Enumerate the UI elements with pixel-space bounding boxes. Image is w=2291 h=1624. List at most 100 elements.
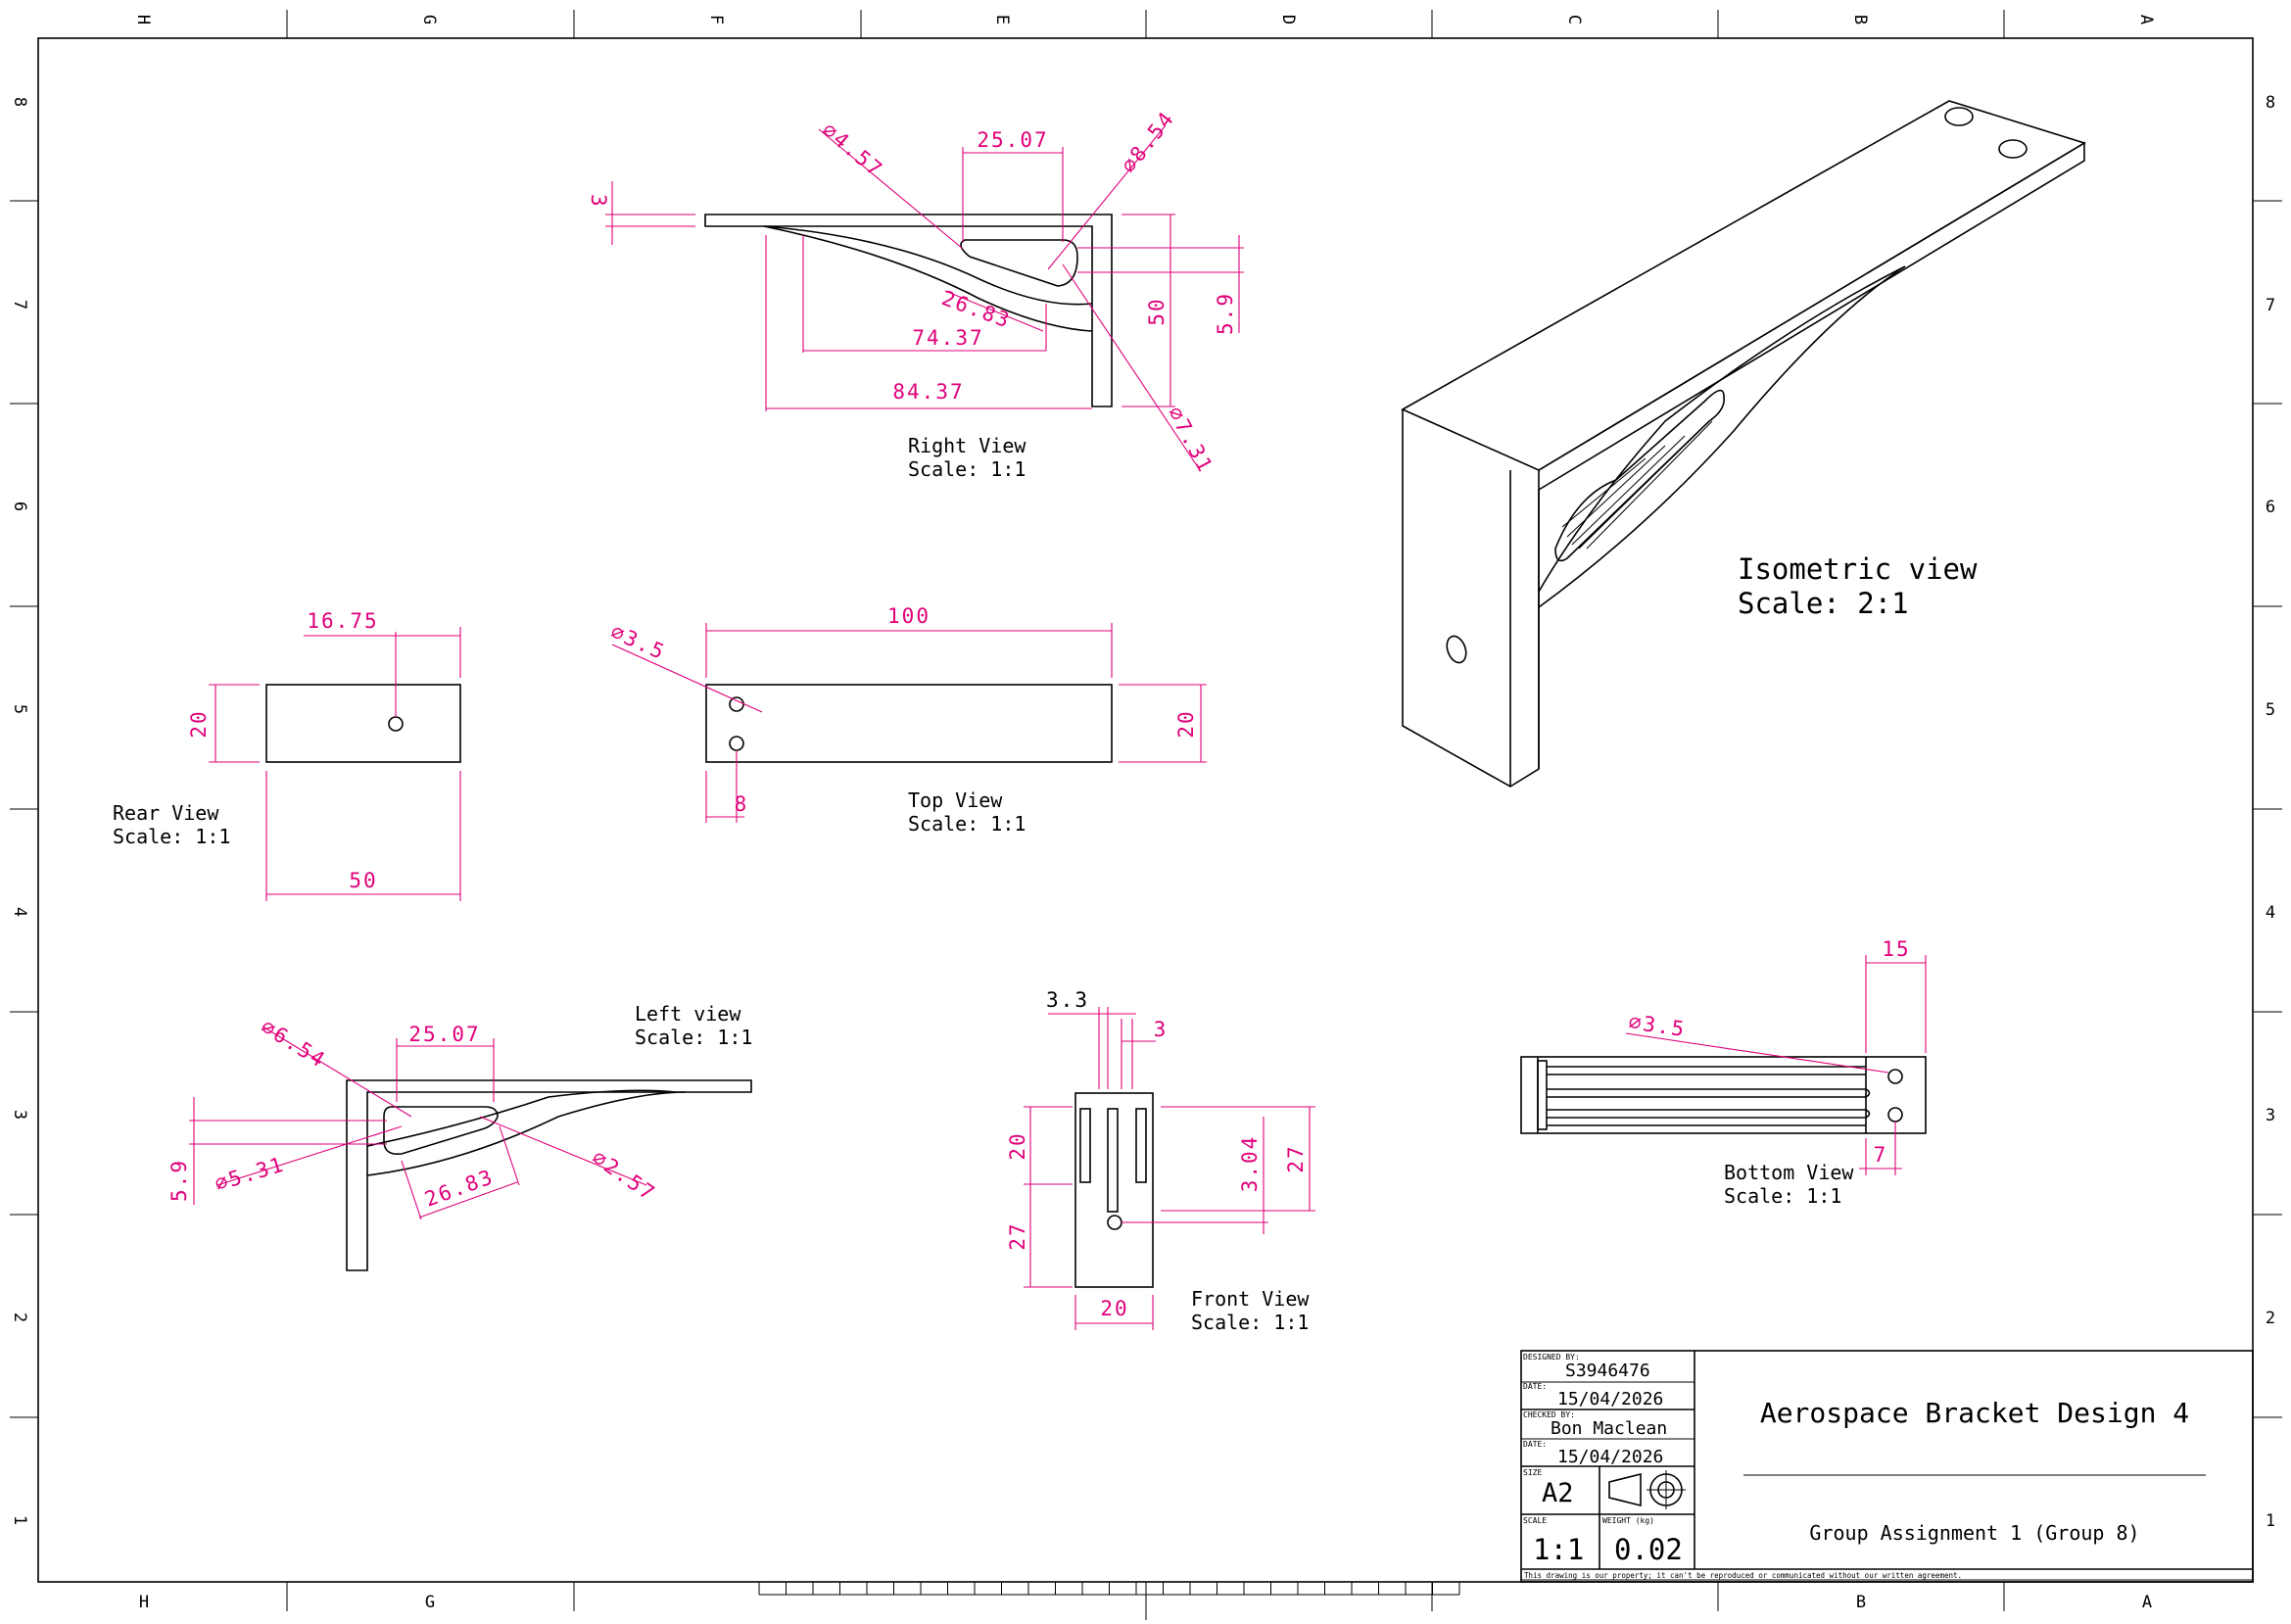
view-title: Isometric view bbox=[1738, 552, 1978, 586]
view-title: Bottom View bbox=[1724, 1161, 1854, 1184]
zone-number: 3 bbox=[10, 1110, 29, 1120]
zone-letter: E bbox=[992, 15, 1012, 24]
view-scale: Scale: 2:1 bbox=[1738, 587, 1909, 620]
dim-label: 7 bbox=[1874, 1143, 1888, 1167]
zone-number: 3 bbox=[2266, 1106, 2275, 1125]
drawing-title: Aerospace Bracket Design 4 bbox=[1760, 1397, 2189, 1429]
view-scale: Scale: 1:1 bbox=[908, 812, 1026, 836]
right-view-geometry bbox=[704, 214, 1113, 407]
zone-numbers-right: 8 7 6 5 4 3 2 1 bbox=[2266, 93, 2275, 1531]
dim-label: 84.37 bbox=[892, 380, 964, 404]
zone-number: 8 bbox=[10, 97, 29, 107]
zone-number: 5 bbox=[2266, 700, 2275, 720]
dim-label: ⌀6.54 bbox=[257, 1015, 330, 1073]
zone-letter: H bbox=[139, 1593, 149, 1612]
zone-letter: B bbox=[1850, 15, 1870, 24]
scale-label: SCALE bbox=[1523, 1516, 1547, 1525]
front-view: 3.3 3 20 27 3.04 27 20 Front View Scale:… bbox=[1006, 988, 1315, 1334]
zone-letter: F bbox=[706, 15, 726, 24]
zone-letter: B bbox=[1856, 1593, 1866, 1612]
top-view: ⌀3.5 100 20 8 Top View Scale: 1:1 bbox=[607, 604, 1207, 836]
date-label: DATE: bbox=[1523, 1440, 1547, 1449]
dim-label: ⌀7.31 bbox=[1164, 403, 1218, 477]
rear-view: 16.75 20 50 Rear View Scale: 1:1 bbox=[113, 609, 461, 901]
zone-letter: G bbox=[419, 15, 439, 24]
top-view-dimensions bbox=[611, 623, 1207, 823]
view-scale: Scale: 1:1 bbox=[635, 1026, 752, 1049]
dim-label: 27 bbox=[1006, 1221, 1029, 1250]
dim-label: 16.75 bbox=[307, 609, 378, 633]
zone-number: 6 bbox=[10, 502, 29, 511]
date-label: DATE: bbox=[1523, 1382, 1547, 1391]
size-value: A2 bbox=[1542, 1478, 1574, 1508]
dim-label: 20 bbox=[1100, 1297, 1128, 1320]
bottom-view-dimensions bbox=[1625, 955, 1927, 1175]
checked-by-value: Bon Maclean bbox=[1551, 1418, 1667, 1439]
dim-label: ⌀8.54 bbox=[1117, 107, 1179, 177]
weight-label: WEIGHT (kg) bbox=[1602, 1516, 1654, 1525]
dim-label: 100 bbox=[887, 604, 931, 628]
zone-letters-bottom: H G B A bbox=[139, 1593, 2152, 1612]
dim-label: 3 bbox=[587, 194, 610, 209]
view-scale: Scale: 1:1 bbox=[1191, 1311, 1309, 1334]
dim-label: 5.9 bbox=[167, 1159, 191, 1202]
scale-value: 1:1 bbox=[1533, 1533, 1584, 1566]
designed-date-value: 15/04/2026 bbox=[1557, 1389, 1663, 1409]
dim-label: 50 bbox=[1145, 297, 1169, 325]
title-block: DESIGNED BY: S3946476 DATE: 15/04/2026 C… bbox=[1520, 1350, 2254, 1583]
dim-label: ⌀3.5 bbox=[607, 620, 669, 665]
size-label: SIZE bbox=[1523, 1468, 1542, 1477]
zone-letter: A bbox=[2142, 1593, 2152, 1612]
isometric-geometry bbox=[1401, 100, 2086, 788]
front-view-geometry bbox=[1074, 1092, 1154, 1288]
zone-number: 2 bbox=[2266, 1309, 2275, 1328]
dim-label: 3.04 bbox=[1238, 1135, 1262, 1193]
checked-date-value: 15/04/2026 bbox=[1557, 1447, 1663, 1467]
dim-label: 15 bbox=[1882, 937, 1910, 961]
weight-value: 0.02 bbox=[1614, 1533, 1683, 1566]
view-title: Rear View bbox=[113, 801, 219, 825]
rear-view-outline bbox=[265, 684, 461, 763]
zone-letter: D bbox=[1278, 15, 1298, 24]
bottom-view-geometry bbox=[1520, 1056, 1927, 1134]
dim-label: 50 bbox=[349, 869, 377, 892]
dim-label: 25.07 bbox=[408, 1023, 480, 1046]
right-view: ⌀4.57 25.07 ⌀8.54 3 26.83 74.37 84.37 50… bbox=[587, 107, 1244, 481]
zone-number: 2 bbox=[10, 1313, 29, 1322]
disclaimer: This drawing is our property; it can't b… bbox=[1524, 1571, 1962, 1580]
dim-label: 3.3 bbox=[1046, 988, 1089, 1012]
designed-by-value: S3946476 bbox=[1565, 1361, 1650, 1381]
dim-label: 8 bbox=[735, 792, 749, 816]
zone-number: 8 bbox=[2266, 93, 2275, 113]
view-title: Top View bbox=[908, 788, 1003, 812]
isometric-hatch bbox=[1561, 420, 1713, 549]
dim-label: ⌀3.5 bbox=[1627, 1010, 1687, 1041]
isometric-view: Isometric view Scale: 2:1 bbox=[1401, 100, 2086, 788]
zone-number: 1 bbox=[10, 1515, 29, 1525]
top-view-hole bbox=[729, 696, 744, 712]
zone-number: 1 bbox=[2266, 1511, 2275, 1531]
view-scale: Scale: 1:1 bbox=[113, 825, 230, 848]
zone-letters-top: H G F E D C B A bbox=[133, 15, 2156, 24]
designed-by-label: DESIGNED BY: bbox=[1523, 1353, 1580, 1361]
checked-by-label: CHECKED BY: bbox=[1523, 1410, 1575, 1419]
zone-letter: A bbox=[2136, 15, 2156, 24]
rear-view-hole bbox=[388, 716, 404, 732]
view-scale: Scale: 1:1 bbox=[908, 457, 1026, 481]
zone-letter: H bbox=[133, 15, 153, 24]
zone-number: 4 bbox=[2266, 903, 2275, 923]
left-view-geometry bbox=[346, 1079, 752, 1271]
dim-label: 26.83 bbox=[422, 1165, 498, 1212]
dim-label: 20 bbox=[187, 709, 211, 738]
zone-number: 7 bbox=[2266, 296, 2275, 315]
top-view-outline bbox=[705, 684, 1113, 763]
view-title: Left view bbox=[635, 1002, 741, 1026]
right-view-dimensions bbox=[605, 124, 1244, 471]
dim-label: ⌀5.31 bbox=[212, 1152, 287, 1195]
dim-label: 20 bbox=[1006, 1131, 1029, 1160]
zone-number: 4 bbox=[10, 907, 29, 917]
zone-letter: C bbox=[1564, 15, 1584, 24]
dim-label: 27 bbox=[1284, 1144, 1308, 1172]
rear-view-dimensions bbox=[209, 627, 461, 901]
